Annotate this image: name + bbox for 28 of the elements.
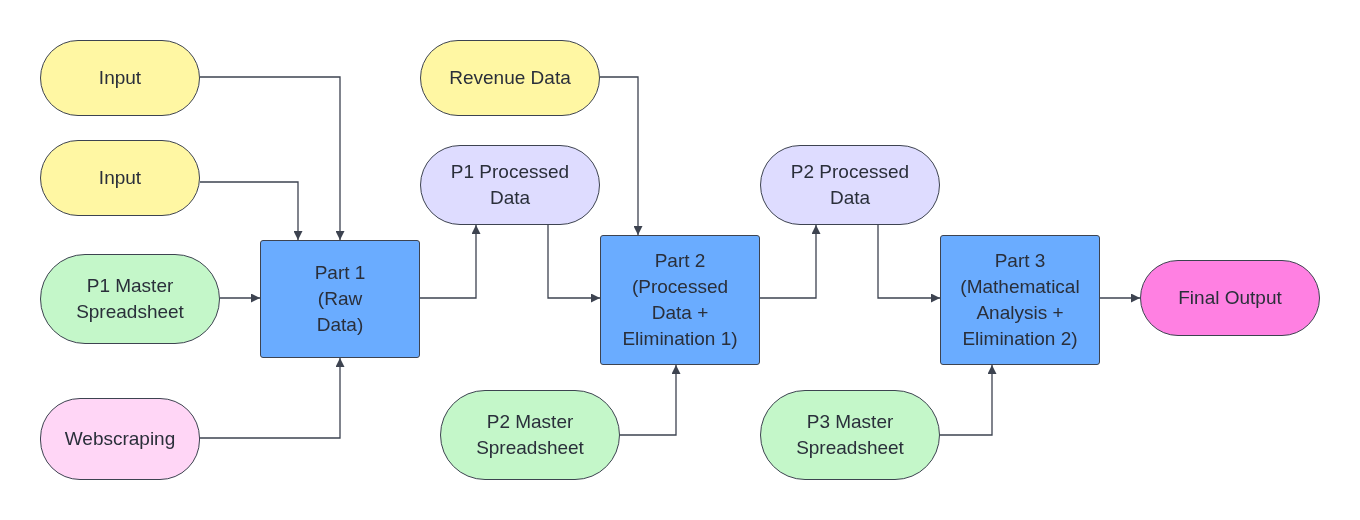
node-label: P3 Master Spreadsheet bbox=[795, 409, 905, 460]
node-label: Input bbox=[98, 165, 142, 190]
node-label: P1 Master Spreadsheet bbox=[75, 273, 185, 324]
arrow bbox=[939, 364, 997, 436]
arrow bbox=[619, 364, 681, 436]
arrow bbox=[877, 224, 941, 303]
node-label: Revenue Data bbox=[449, 65, 571, 90]
process-box bbox=[940, 235, 1100, 365]
arrow bbox=[419, 224, 481, 299]
arrow bbox=[199, 181, 303, 241]
arrow bbox=[759, 224, 821, 299]
node-label: Part 1 (Raw Data) bbox=[313, 260, 367, 338]
process-box bbox=[260, 240, 420, 358]
arrow bbox=[219, 293, 261, 303]
node-label: Final Output bbox=[1178, 285, 1282, 310]
arrow bbox=[199, 357, 345, 439]
node-label: Part 2 (Processed Data + Elimination 1) bbox=[621, 248, 739, 352]
node-label: Input bbox=[98, 65, 142, 90]
arrow bbox=[599, 76, 643, 236]
arrow bbox=[547, 224, 601, 303]
process-box bbox=[600, 235, 760, 365]
node-label: P2 Processed Data bbox=[789, 159, 911, 210]
node-label: P1 Processed Data bbox=[449, 159, 571, 210]
arrow bbox=[199, 76, 345, 241]
arrow bbox=[1099, 293, 1141, 303]
node-label: Part 3 (Mathematical Analysis + Elimination 2) bbox=[959, 248, 1081, 352]
node-label: Webscraping bbox=[64, 426, 176, 451]
node-label: P2 Master Spreadsheet bbox=[475, 409, 585, 460]
